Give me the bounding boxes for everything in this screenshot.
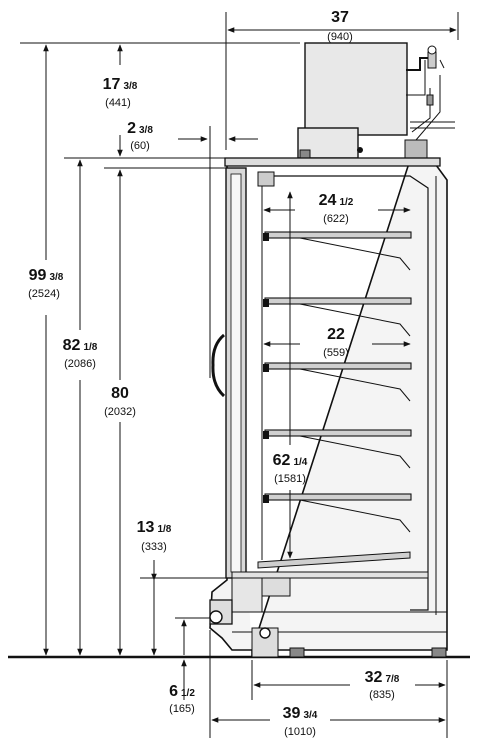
dim-62-frac: 1/4 <box>293 457 307 468</box>
dim-82-main: 82 <box>63 337 81 354</box>
svg-text:393/4: 393/4 <box>283 705 318 722</box>
dim-62-main: 62 <box>273 452 291 469</box>
svg-text:80: 80 <box>111 385 129 402</box>
dim-32-mm: (835) <box>369 689 395 701</box>
case-drawing <box>209 42 455 658</box>
svg-text:327/8: 327/8 <box>365 669 400 686</box>
door-handle <box>211 333 226 398</box>
svg-text:173/8: 173/8 <box>103 76 138 93</box>
svg-text:241/2: 241/2 <box>319 192 354 209</box>
dim-17-mm: (441) <box>105 97 131 109</box>
caster <box>259 627 271 639</box>
svg-text:821/8: 821/8 <box>63 337 98 354</box>
svg-text:621/4: 621/4 <box>273 452 308 469</box>
top-rail <box>224 157 441 167</box>
front-bumper <box>209 599 233 625</box>
unit-fitting <box>357 147 363 153</box>
dim-39-frac: 3/4 <box>303 710 317 721</box>
shelf-5 <box>263 493 412 533</box>
svg-text:993/8: 993/8 <box>29 267 64 284</box>
dim-6-frac: 1/2 <box>181 688 195 699</box>
shelf-3 <box>263 362 412 402</box>
base-foot-rear <box>431 647 447 658</box>
dim-39-mm: (1010) <box>284 726 316 738</box>
dim-37-mm: (940) <box>327 31 353 43</box>
svg-text:131/8: 131/8 <box>137 519 172 536</box>
dim-2-frac: 3/8 <box>139 125 153 136</box>
dim-label-80: 80 (2032) <box>104 385 136 418</box>
dim-13-frac: 1/8 <box>157 524 171 535</box>
dim-13-mm: (333) <box>141 541 167 553</box>
dim-2-main: 2 <box>127 120 136 137</box>
svg-text:61/2: 61/2 <box>169 683 195 700</box>
shelf-1 <box>263 231 412 271</box>
dim-2-mm: (60) <box>130 140 150 152</box>
interior-back-wall <box>262 175 429 611</box>
dim-80-mm: (2032) <box>104 406 136 418</box>
dim-label-37: 37 (940) <box>327 9 353 43</box>
dim-32-frac: 7/8 <box>385 674 399 685</box>
shelf-4 <box>263 429 412 469</box>
dim-82-mm: (2086) <box>64 358 96 370</box>
dim-label-22: 22 (559) <box>323 326 349 359</box>
dim-22-main: 22 <box>327 326 345 343</box>
dim-99-main: 99 <box>29 267 47 284</box>
shelf-2 <box>263 297 412 337</box>
dim-39-main: 39 <box>283 705 301 722</box>
door-glass <box>230 173 242 573</box>
condensing-unit-box <box>304 42 408 136</box>
bottom-deck <box>231 551 447 633</box>
dim-13-main: 13 <box>137 519 155 536</box>
base-foot-mid <box>289 647 305 658</box>
unit-support-right <box>404 139 428 161</box>
dim-99-frac: 3/8 <box>49 272 63 283</box>
dim-6-main: 6 <box>169 683 178 700</box>
dim-24-frac: 1/2 <box>339 197 353 208</box>
dim-6-mm: (165) <box>169 703 195 715</box>
svg-text:37: 37 <box>331 9 349 26</box>
cabinet-outline <box>209 159 448 657</box>
dim-24-mm: (622) <box>323 213 349 225</box>
dim-82-frac: 1/8 <box>83 342 97 353</box>
dim-62-mm: (1581) <box>274 473 306 485</box>
dim-17-frac: 3/8 <box>123 81 137 92</box>
dim-22-mm: (559) <box>323 347 349 359</box>
dim-99-mm: (2524) <box>28 288 60 300</box>
refrigerant-piping <box>406 45 455 141</box>
dim-80-main: 80 <box>111 385 129 402</box>
dim-17-main: 17 <box>103 76 121 93</box>
dim-37-main: 37 <box>331 9 349 26</box>
svg-text:22: 22 <box>327 326 345 343</box>
dim-32-main: 32 <box>365 669 383 686</box>
svg-text:23/8: 23/8 <box>127 120 153 137</box>
dimension-lines <box>20 12 459 738</box>
dim-24-main: 24 <box>319 192 337 209</box>
